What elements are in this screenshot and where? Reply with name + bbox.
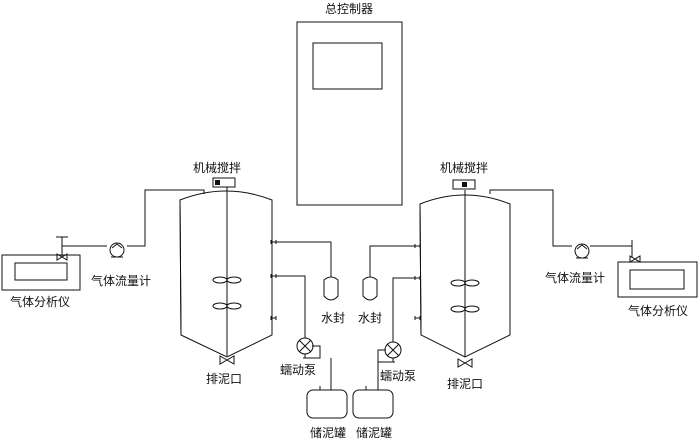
right-reactor xyxy=(414,190,511,368)
sludge-tank-right xyxy=(352,362,394,419)
sludge-outlet-right-label: 排泥口 xyxy=(447,377,483,391)
gas-analyzer-left xyxy=(1,253,81,291)
gas-flowmeter-right xyxy=(574,243,590,259)
stirrer-motor-left xyxy=(212,177,236,188)
water-seal-left xyxy=(276,241,339,301)
sludge-tank-right-label: 储泥罐 xyxy=(356,425,392,440)
water-seal-right xyxy=(362,245,415,301)
gas-analyzer-right-label: 气体分析仪 xyxy=(628,303,688,318)
peristaltic-pump-left xyxy=(276,275,321,359)
gas-flowmeter-left-label: 气体流量计 xyxy=(91,273,151,288)
peristaltic-pump-right xyxy=(377,277,415,363)
stirrer-left-label: 机械搅拌 xyxy=(193,160,241,175)
peristaltic-pump-right-label: 蠕动泵 xyxy=(380,369,416,383)
sludge-outlet-left-label: 排泥口 xyxy=(206,372,242,386)
gas-analyzer-left-label: 气体分析仪 xyxy=(10,294,70,309)
sludge-tank-left xyxy=(306,358,348,419)
stirrer-right-label: 机械搅拌 xyxy=(440,160,488,175)
gas-flowmeter-right-label: 气体流量计 xyxy=(545,270,605,285)
left-reactor xyxy=(179,186,277,365)
peristaltic-pump-left-label: 蠕动泵 xyxy=(280,363,316,377)
water-seal-left-label: 水封 xyxy=(321,311,345,325)
main-controller-label: 总控制器 xyxy=(325,2,373,16)
gas-line-left xyxy=(56,189,205,256)
sludge-tank-left-label: 储泥罐 xyxy=(310,425,346,440)
gas-flowmeter-left xyxy=(109,242,125,258)
water-seal-right-label: 水封 xyxy=(358,311,382,325)
stirrer-motor-right xyxy=(452,179,476,190)
main-controller xyxy=(296,21,403,206)
gas-line-right xyxy=(489,189,633,258)
gas-analyzer-right xyxy=(617,255,698,298)
